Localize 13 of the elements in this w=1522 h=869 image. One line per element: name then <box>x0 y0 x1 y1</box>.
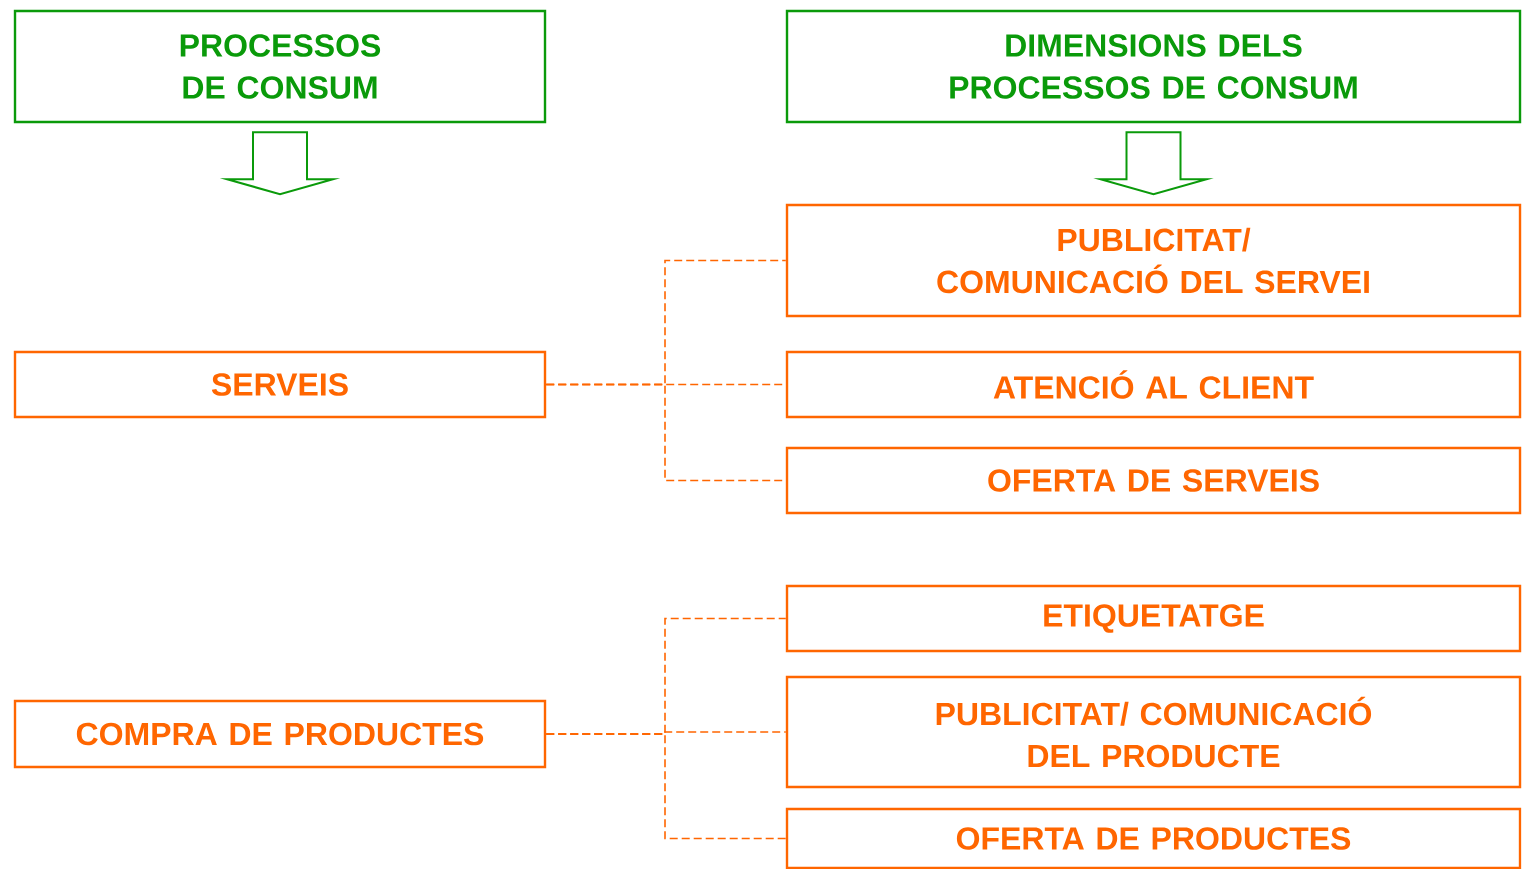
process-box: DIMENSIONS DELS PROCESSOS DE CONSUM <box>785 9 1522 124</box>
process-box: ETIQUETATGE <box>785 584 1522 653</box>
block-arrow <box>219 131 341 196</box>
process-box: PUBLICITAT/ COMUNICACIÓ DEL PRODUCTE <box>785 675 1522 789</box>
process-box: PUBLICITAT/ COMUNICACIÓ DEL SERVEI <box>785 203 1522 318</box>
process-box: COMPRA DE PRODUCTES <box>13 699 547 769</box>
process-box: OFERTA DE PRODUCTES <box>785 807 1522 869</box>
process-box: PROCESSOS DE CONSUM <box>13 9 547 124</box>
process-box: OFERTA DE SERVEIS <box>785 446 1522 515</box>
process-box: ATENCIÓ AL CLIENT <box>785 350 1522 419</box>
process-box: SERVEIS <box>13 350 547 419</box>
connector-line <box>545 733 787 840</box>
block-arrow <box>1093 131 1214 196</box>
